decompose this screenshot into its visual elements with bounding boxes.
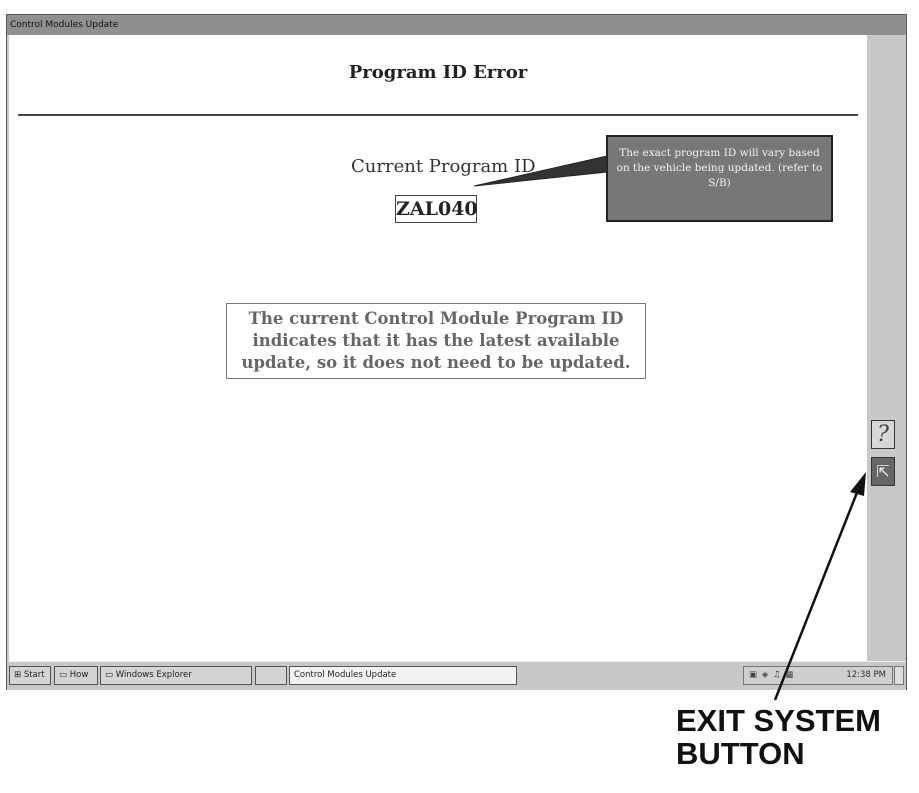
caption-line-1: EXIT SYSTEM bbox=[676, 703, 881, 738]
main-content: Program ID Error Current Program ID ZAL0… bbox=[9, 35, 867, 661]
tray-icons: ▣ ◈ ♫ ▦ bbox=[749, 670, 795, 680]
clock: 12:38 PM bbox=[846, 670, 886, 680]
taskbar-item-control-modules-update[interactable]: Control Modules Update bbox=[289, 666, 517, 685]
window-icon: ▭ bbox=[59, 670, 68, 680]
taskbar-item-how[interactable]: ▭ How bbox=[54, 666, 98, 685]
callout-note: The exact program ID will vary based on … bbox=[606, 135, 833, 222]
taskbar-item-windows-explorer[interactable]: ▭ Windows Explorer bbox=[100, 666, 252, 685]
exit-system-button[interactable]: ⇱ bbox=[871, 457, 895, 486]
app-window: Control Modules Update Program ID Error … bbox=[6, 14, 907, 690]
system-tray: ▣ ◈ ♫ ▦ 12:38 PM bbox=[743, 666, 893, 685]
taskbar-explorer-label: Windows Explorer bbox=[115, 670, 192, 680]
right-toolbar: ? ⇱ bbox=[867, 35, 906, 661]
page-title: Program ID Error bbox=[348, 62, 528, 83]
windows-logo-icon: ⊞ bbox=[14, 670, 22, 680]
taskbar: ⊞ Start ▭ How ▭ Windows Explorer Control… bbox=[7, 661, 906, 690]
window-icon: ▭ bbox=[105, 670, 114, 680]
start-button[interactable]: ⊞ Start bbox=[9, 666, 51, 685]
help-button[interactable]: ? bbox=[871, 420, 895, 449]
exit-system-caption: EXIT SYSTEM BUTTON bbox=[676, 704, 881, 770]
window-title: Control Modules Update bbox=[7, 15, 906, 35]
exit-door-icon: ⇱ bbox=[876, 461, 890, 481]
status-message: The current Control Module Program ID in… bbox=[226, 303, 646, 379]
current-program-id-value: ZAL040 bbox=[395, 195, 478, 223]
question-mark-icon: ? bbox=[877, 421, 889, 447]
taskbar-item-blank[interactable] bbox=[255, 666, 287, 685]
start-label: Start bbox=[23, 670, 45, 680]
taskbar-edge bbox=[894, 666, 904, 685]
current-program-id-label: Current Program ID bbox=[351, 156, 536, 177]
title-divider bbox=[18, 114, 858, 116]
taskbar-how-label: How bbox=[69, 670, 89, 680]
caption-line-2: BUTTON bbox=[676, 736, 805, 771]
